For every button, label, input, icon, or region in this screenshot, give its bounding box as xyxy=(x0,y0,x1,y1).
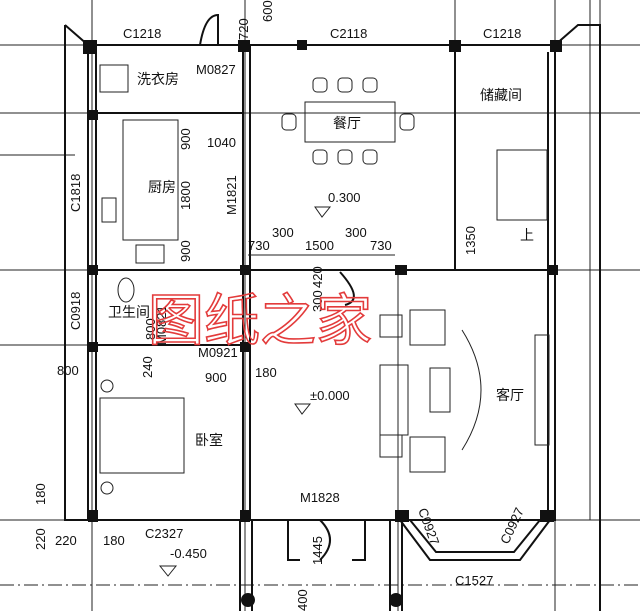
room-bedroom: 卧室 xyxy=(195,432,223,448)
dim: 1040 xyxy=(207,135,236,150)
dim: 1350 xyxy=(463,226,478,255)
elevation-dining: 0.300 xyxy=(328,190,361,205)
dim: 300 xyxy=(345,225,367,240)
door-m1828: M1828 xyxy=(300,490,340,505)
dim: 400 xyxy=(295,589,310,611)
window-c0918: C0918 xyxy=(68,292,83,330)
dim: 900 xyxy=(178,240,193,262)
dim: 300 xyxy=(310,290,325,312)
window-c1218-left: C1218 xyxy=(123,26,161,41)
dim: 800 xyxy=(143,318,158,340)
dim: 220 xyxy=(55,533,77,548)
walls xyxy=(64,13,601,611)
elevations: 0.300 ±0.000 -0.450 xyxy=(158,190,361,577)
window-c1818: C1818 xyxy=(68,174,83,212)
door-m0821: M0821 xyxy=(154,305,169,345)
dim: 730 xyxy=(248,238,270,253)
room-bath: 卫生间 xyxy=(108,304,150,320)
dimensions: 720 600 900 1040 1800 900 730 300 1500 3… xyxy=(33,0,478,611)
room-laundry: 洗衣房 xyxy=(137,71,179,87)
dim: 180 xyxy=(103,533,125,548)
dim: 300 xyxy=(272,225,294,240)
dim: 420 xyxy=(310,266,325,288)
dim: 180 xyxy=(255,365,277,380)
dim: 900 xyxy=(178,128,193,150)
window-c0927-left: C0927 xyxy=(415,506,442,547)
dim: 1445 xyxy=(310,536,325,565)
dim: 800 xyxy=(57,363,79,378)
dim: 220 xyxy=(33,528,48,550)
door-m0921: M0921 xyxy=(198,345,238,360)
stairs-up-label: 上 xyxy=(520,227,534,243)
window-c1527: C1527 xyxy=(455,573,493,588)
dim: 600 xyxy=(260,0,275,22)
window-c2327: C2327 xyxy=(145,526,183,541)
door-m0827: M0827 xyxy=(196,62,236,77)
room-kitchen: 厨房 xyxy=(148,179,176,195)
dim: 720 xyxy=(236,18,251,40)
room-dining: 餐厅 xyxy=(333,115,361,131)
dim: 900 xyxy=(205,370,227,385)
elevation-outside: -0.450 xyxy=(170,546,207,561)
room-living: 客厅 xyxy=(496,387,524,403)
dim: 1800 xyxy=(178,181,193,210)
window-c2118: C2118 xyxy=(330,26,367,41)
dim: 180 xyxy=(33,483,48,505)
room-storage: 储藏间 xyxy=(480,87,522,103)
furniture xyxy=(99,64,550,495)
elevation-living: ±0.000 xyxy=(310,388,350,403)
window-door-labels: C1218 C2118 C1218 C1818 C0918 C2327 C092… xyxy=(68,26,527,588)
dim: 1500 xyxy=(305,238,334,253)
window-c1218-right: C1218 xyxy=(483,26,521,41)
dim: 730 xyxy=(370,238,392,253)
watermark: 图纸之家 xyxy=(148,289,372,354)
room-labels: 洗衣房 厨房 餐厅 储藏间 卫生间 卧室 客厅 上 xyxy=(108,71,534,448)
dim: 240 xyxy=(140,356,155,378)
columns xyxy=(83,40,562,607)
door-m1821: M1821 xyxy=(224,175,239,215)
